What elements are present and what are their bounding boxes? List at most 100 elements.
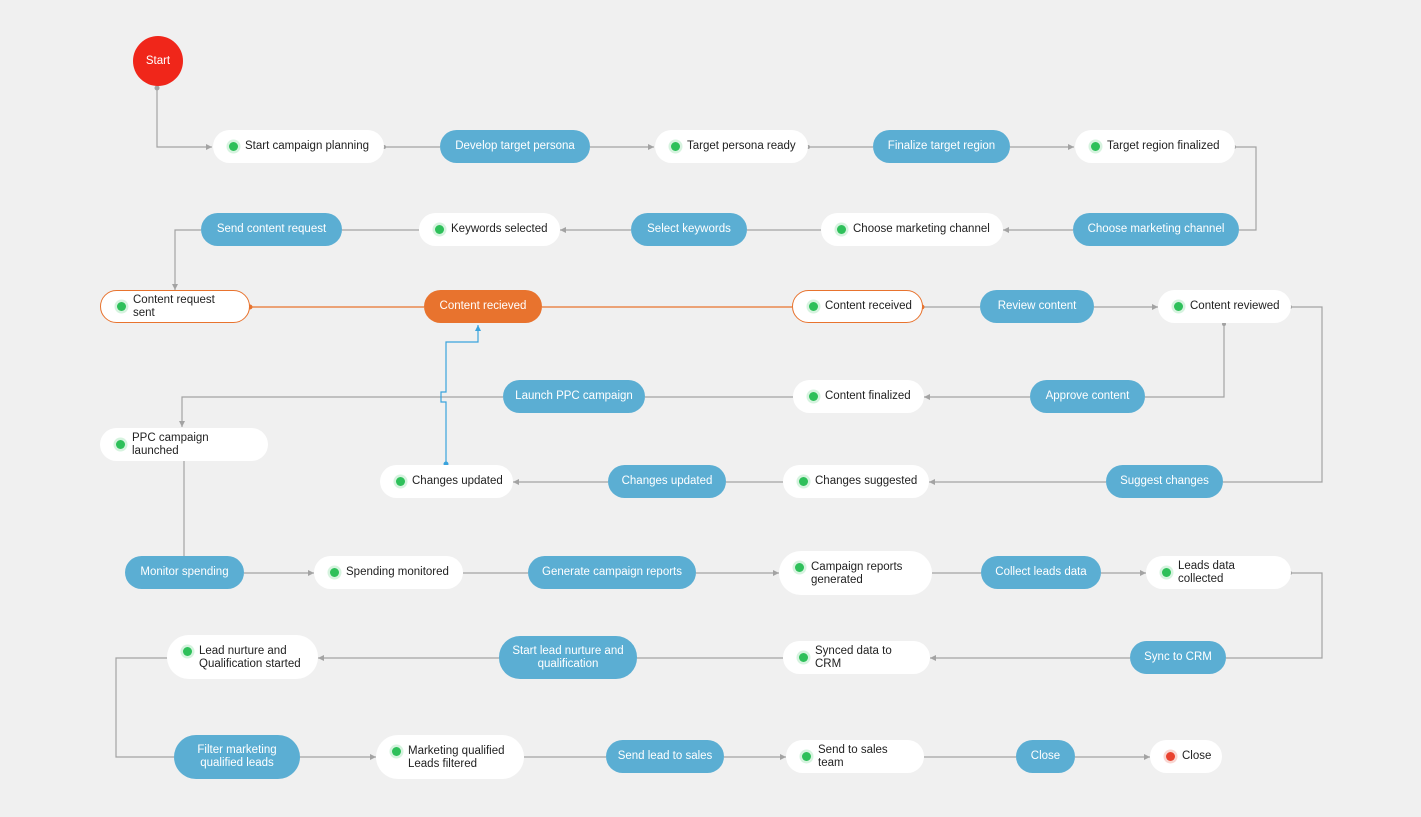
transition-label: Suggest changes: [1120, 475, 1209, 487]
state-label: Choose marketing channel: [853, 223, 990, 235]
state-spending-monitored[interactable]: Spending monitored: [314, 556, 463, 589]
transition-review-content[interactable]: Review content: [980, 290, 1094, 323]
status-dot-icon: [392, 747, 401, 756]
transition-label: Send content request: [216, 223, 327, 235]
state-keywords-selected[interactable]: Keywords selected: [419, 213, 560, 246]
transition-suggest-changes[interactable]: Suggest changes: [1106, 465, 1223, 498]
transition-close[interactable]: Close: [1016, 740, 1075, 773]
state-label: Content finalized: [825, 390, 911, 402]
transition-label: Select keywords: [647, 223, 731, 235]
state-choose-marketing-channel[interactable]: Choose marketing channel: [821, 213, 1003, 246]
status-dot-icon: [435, 225, 444, 234]
state-label: Start campaign planning: [245, 140, 370, 152]
state-content-finalized[interactable]: Content finalized: [793, 380, 924, 413]
state-leads-data-collected[interactable]: Leads data collected: [1146, 556, 1291, 589]
transition-label: Monitor spending: [140, 566, 229, 578]
transition-changes-updated[interactable]: Changes updated: [608, 465, 726, 498]
state-label: PPC campaign launched: [132, 431, 209, 457]
state-content-reviewed[interactable]: Content reviewed: [1158, 290, 1291, 323]
state-content-received[interactable]: Content received: [792, 290, 923, 323]
transition-launch-ppc-campaign[interactable]: Launch PPC campaign: [503, 380, 645, 413]
state-send-to-sales-team[interactable]: Send to sales team: [786, 740, 924, 773]
status-dot-icon: [809, 392, 818, 401]
status-dot-icon: [799, 653, 808, 662]
state-lead-nurture-started[interactable]: Lead nurture and Qualification started: [167, 635, 318, 679]
state-label: Synced data to CRM: [815, 644, 892, 670]
state-changes-updated[interactable]: Changes updated: [380, 465, 513, 498]
state-label: Target persona ready: [687, 140, 796, 152]
status-dot-icon: [229, 142, 238, 151]
state-label: Target region finalized: [1107, 140, 1220, 152]
transition-label: Content recieved: [439, 300, 527, 312]
state-label: Changes suggested: [815, 475, 918, 487]
state-mql-filtered[interactable]: Marketing qualified Leads filtered: [376, 735, 524, 779]
transition-select-keywords[interactable]: Select keywords: [631, 213, 747, 246]
state-label: Content reviewed: [1190, 300, 1280, 312]
transition-label: Review content: [997, 300, 1077, 312]
transition-content-recieved[interactable]: Content recieved: [424, 290, 542, 323]
transition-monitor-spending[interactable]: Monitor spending: [125, 556, 244, 589]
transition-label: Choose marketing channel: [1087, 223, 1225, 235]
status-dot-icon: [671, 142, 680, 151]
state-label: Campaign reports generated: [811, 561, 903, 586]
state-label: Lead nurture and Qualification started: [199, 645, 301, 670]
status-dot-icon: [795, 563, 804, 572]
transition-label: Finalize target region: [887, 140, 996, 152]
state-label: Spending monitored: [346, 566, 449, 578]
transition-label: Send lead to sales: [617, 750, 713, 762]
status-dot-icon: [837, 225, 846, 234]
status-dot-icon: [802, 752, 811, 761]
transition-choose-marketing-channel[interactable]: Choose marketing channel: [1073, 213, 1239, 246]
transition-label: Filter marketing qualified leads: [197, 744, 277, 769]
state-content-request-sent[interactable]: Content request sent: [100, 290, 250, 323]
state-start-campaign-planning[interactable]: Start campaign planning: [213, 130, 384, 163]
transition-label: Approve content: [1045, 390, 1130, 402]
state-label: Close: [1182, 750, 1212, 762]
transition-label: Changes updated: [621, 475, 713, 487]
transition-generate-campaign-reports[interactable]: Generate campaign reports: [528, 556, 696, 589]
transition-send-content-request[interactable]: Send content request: [201, 213, 342, 246]
transition-label: Generate campaign reports: [542, 566, 682, 578]
transition-start-lead-nurture[interactable]: Start lead nurture and qualification: [499, 636, 637, 679]
state-label: Content request sent: [133, 293, 215, 319]
state-campaign-reports-generated[interactable]: Campaign reports generated: [779, 551, 932, 595]
transition-collect-leads-data[interactable]: Collect leads data: [981, 556, 1101, 589]
state-target-persona-ready[interactable]: Target persona ready: [655, 130, 808, 163]
state-target-region-finalized[interactable]: Target region finalized: [1075, 130, 1235, 163]
state-close[interactable]: Close: [1150, 740, 1222, 773]
state-label: Marketing qualified Leads filtered: [408, 745, 505, 770]
start-label: Start: [145, 55, 171, 67]
status-dot-icon: [799, 477, 808, 486]
end-status-dot-icon: [1166, 752, 1175, 761]
state-label: Changes updated: [412, 475, 503, 487]
status-dot-icon: [330, 568, 339, 577]
start-node[interactable]: Start: [133, 36, 183, 86]
status-dot-icon: [809, 302, 818, 311]
transition-sync-to-crm[interactable]: Sync to CRM: [1130, 641, 1226, 674]
status-dot-icon: [1174, 302, 1183, 311]
transition-label: Develop target persona: [455, 140, 575, 152]
transition-label: Close: [1030, 750, 1061, 762]
status-dot-icon: [117, 302, 126, 311]
state-label: Keywords selected: [451, 223, 548, 235]
transition-develop-target-persona[interactable]: Develop target persona: [440, 130, 590, 163]
state-changes-suggested[interactable]: Changes suggested: [783, 465, 929, 498]
state-label: Send to sales team: [818, 743, 888, 769]
transition-approve-content[interactable]: Approve content: [1030, 380, 1145, 413]
status-dot-icon: [116, 440, 125, 449]
transition-label: Sync to CRM: [1144, 651, 1212, 663]
transition-label: Collect leads data: [995, 566, 1087, 578]
transition-label: Start lead nurture and qualification: [512, 644, 624, 670]
transition-finalize-target-region[interactable]: Finalize target region: [873, 130, 1010, 163]
state-label: Leads data collected: [1178, 559, 1235, 585]
transition-label: Launch PPC campaign: [515, 390, 633, 402]
status-dot-icon: [1162, 568, 1171, 577]
transition-send-lead-to-sales[interactable]: Send lead to sales: [606, 740, 724, 773]
state-label: Content received: [825, 300, 912, 312]
state-synced-data-to-crm[interactable]: Synced data to CRM: [783, 641, 930, 674]
state-ppc-campaign-launched[interactable]: PPC campaign launched: [100, 428, 268, 461]
status-dot-icon: [1091, 142, 1100, 151]
transition-filter-mql[interactable]: Filter marketing qualified leads: [174, 735, 300, 779]
status-dot-icon: [396, 477, 405, 486]
